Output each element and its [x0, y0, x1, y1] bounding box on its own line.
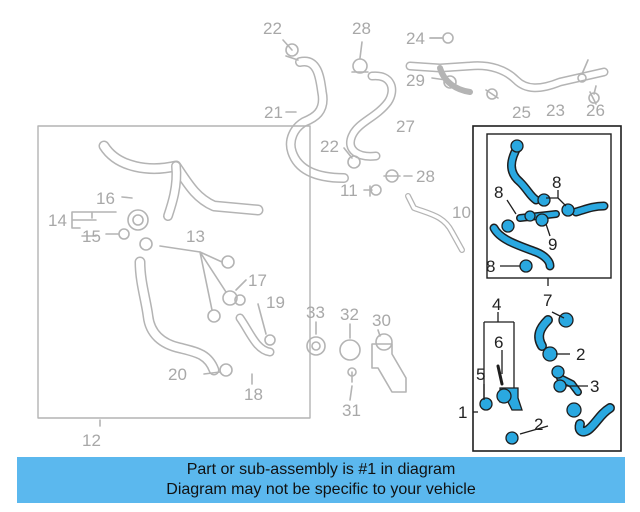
callout-20: 20 [168, 365, 187, 384]
assembly-1 [472, 125, 622, 452]
hose-21-inner [287, 58, 348, 182]
part-32 [339, 339, 361, 361]
pipe-23-inner [407, 62, 607, 91]
callout-23: 23 [546, 101, 565, 120]
callout-1: 1 [458, 403, 467, 422]
callout-29: 29 [406, 71, 425, 90]
group-12-box [37, 125, 311, 419]
callout-2: 2 [576, 345, 585, 364]
callout-25: 25 [512, 103, 531, 122]
sub-box-upper [486, 133, 612, 279]
hose-27-inner [347, 72, 395, 160]
callout-11: 11 [340, 181, 358, 200]
callout-13: 13 [186, 227, 205, 246]
callout-27: 27 [396, 117, 415, 136]
callout-19: 19 [266, 293, 285, 312]
callout-32: 32 [340, 305, 359, 324]
callout-6: 6 [494, 333, 503, 352]
parts-diagram: 22 28 24 29 25 23 26 21 27 22 28 11 10 1… [37, 19, 622, 452]
callout-8: 8 [494, 183, 503, 202]
callout-22: 22 [263, 19, 282, 38]
callout-8b: 8 [552, 173, 561, 192]
callout-2b: 2 [534, 415, 543, 434]
callout-26: 26 [586, 101, 605, 120]
callout-15: 15 [82, 227, 101, 246]
callout-8c: 8 [486, 257, 495, 276]
callout-10: 10 [452, 203, 471, 222]
callout-12: 12 [82, 431, 101, 450]
callout-21: 21 [264, 103, 283, 122]
banner-line-2: Diagram may not be specific to your vehi… [166, 481, 476, 498]
info-banner: Part or sub-assembly is #1 in diagram Di… [17, 457, 625, 503]
callout-22b: 22 [320, 137, 339, 156]
callout-18: 18 [244, 385, 263, 404]
callout-31: 31 [342, 401, 361, 420]
callout-28: 28 [352, 19, 371, 38]
callout-3: 3 [590, 377, 599, 396]
callout-14: 14 [48, 211, 67, 230]
pipe-23-branch [437, 65, 473, 95]
part-30 [371, 343, 407, 393]
callout-7: 7 [543, 291, 552, 310]
callout-17: 17 [248, 271, 267, 290]
assembly-1-box [472, 125, 622, 452]
dark-callouts: 8 8 9 8 4 7 6 2 5 3 1 2 [458, 173, 599, 434]
pipe-10-inner [406, 194, 464, 252]
callout-33: 33 [306, 303, 325, 322]
callout-30: 30 [372, 311, 391, 330]
hose-lower-inner [136, 258, 218, 374]
grey-parts [37, 32, 609, 427]
grey-callouts: 22 28 24 29 25 23 26 21 27 22 28 11 10 1… [48, 19, 605, 450]
callout-28b: 28 [416, 167, 435, 186]
callout-9: 9 [548, 235, 557, 254]
banner-line-1: Part or sub-assembly is #1 in diagram [186, 461, 456, 478]
callout-24: 24 [406, 29, 425, 48]
part-33 [306, 336, 326, 356]
callout-5: 5 [476, 365, 485, 384]
callout-16: 16 [96, 189, 115, 208]
callout-4: 4 [492, 295, 501, 314]
